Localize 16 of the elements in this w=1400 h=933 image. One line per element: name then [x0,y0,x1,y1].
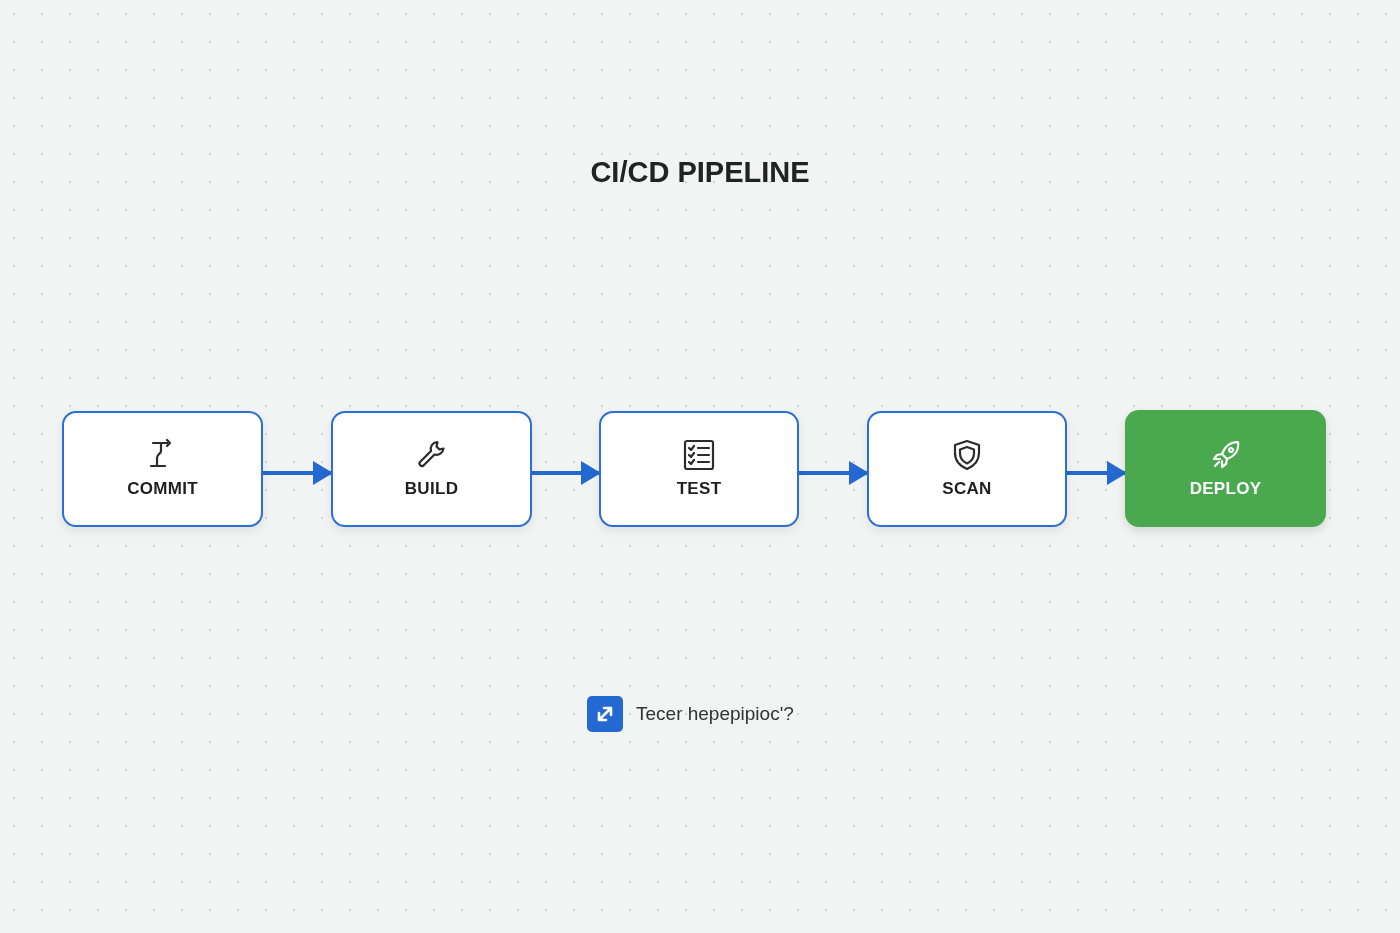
note-text: Tecer hepepipioc'? [636,703,794,725]
stage-box [867,411,1067,527]
arrow [263,461,333,485]
arrow [1067,461,1127,485]
arrow [532,461,601,485]
stage-box [1125,410,1326,527]
stage-label: COMMIT [127,479,198,499]
stage-label: BUILD [404,479,459,499]
diagram-title: CI/CD PIPELINE [590,156,810,188]
arrow [799,461,869,485]
stage-label: SCAN [942,479,992,499]
stage-label: DEPLOY [1189,478,1262,499]
stage-box [331,411,532,527]
stage-label: TEST [676,479,722,499]
stage-box [599,411,799,527]
stage-box [62,411,263,527]
